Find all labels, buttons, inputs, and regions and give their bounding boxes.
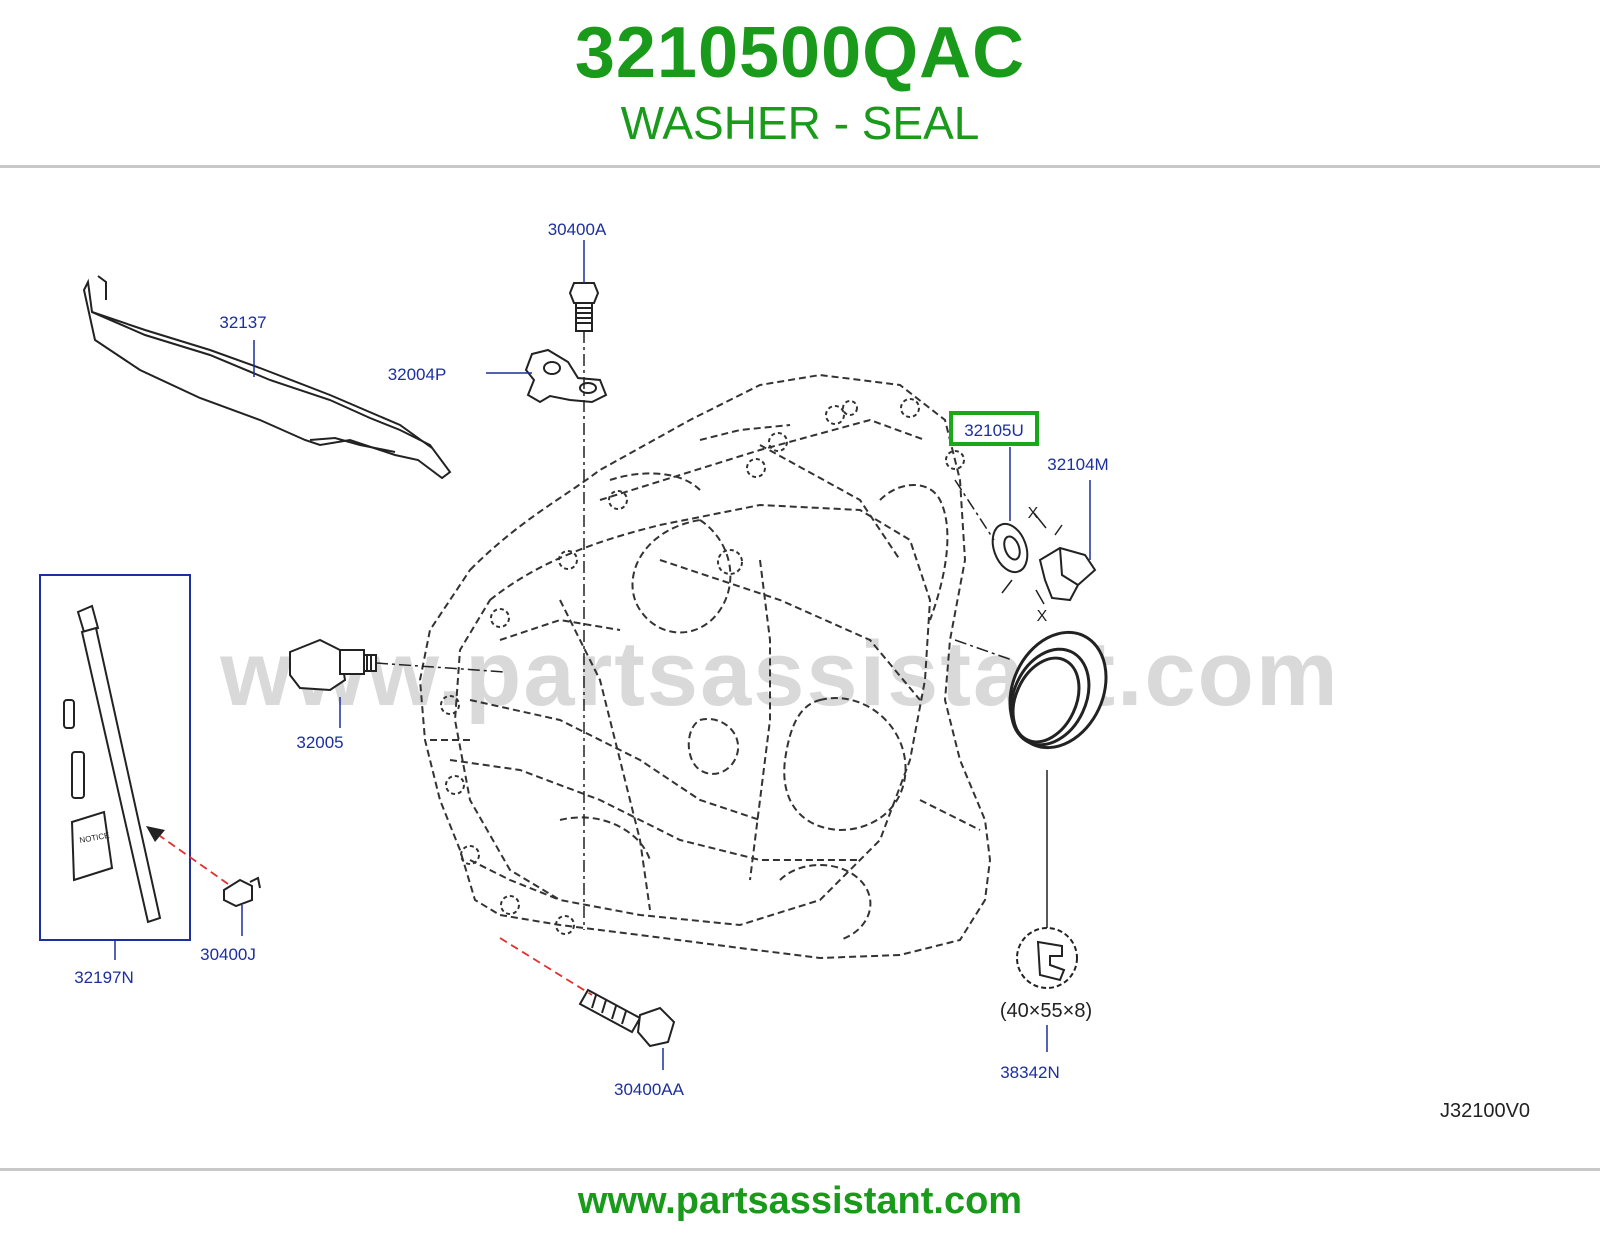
kit-dipstick-drawing [63, 604, 162, 924]
header: 3210500QAC WASHER - SEAL [0, 0, 1600, 168]
part-30400A-bolt-drawing [568, 282, 600, 332]
dimension-mark-bottom: X [1037, 608, 1048, 625]
diagram-reference-code: J32100V0 [1440, 1100, 1530, 1122]
footer-divider [0, 1168, 1600, 1171]
header-divider [0, 165, 1600, 168]
callout-32005[interactable]: 32005 [296, 733, 343, 752]
part-32137-bracket-drawing [82, 275, 452, 480]
callout-32004P[interactable]: 32004P [388, 365, 447, 384]
seal-size-label: (40×55×8) [1000, 1000, 1092, 1022]
watermark-text: www.partsassistant.com [219, 623, 1339, 725]
assembly-lines [375, 331, 1048, 930]
exploded-view-drawing: www.partsassistant.com [39, 220, 1530, 1122]
part-32105U-washer-drawing [991, 522, 1029, 574]
callout-38342N[interactable]: 38342N [1000, 1063, 1060, 1082]
seal-section-symbol [1016, 927, 1078, 989]
red-dashed-arrows [159, 835, 593, 996]
part-30400J-clip-drawing [223, 876, 261, 908]
red-arrow-head [146, 826, 165, 842]
part-number-title: 3210500QAC [574, 13, 1026, 93]
callout-30400AA[interactable]: 30400AA [614, 1080, 685, 1099]
footer-website-link[interactable]: www.partsassistant.com [577, 1180, 1023, 1222]
transmission-case-outline [418, 373, 992, 960]
part-30400AA-bolt-drawing [578, 988, 676, 1048]
callout-32197N[interactable]: 32197N [74, 968, 134, 987]
part-32005-switch-drawing [289, 638, 377, 692]
part-32104M-plug-drawing [1038, 546, 1097, 602]
case-bolt-bosses [440, 398, 965, 935]
part-name-subtitle: WASHER - SEAL [620, 97, 980, 149]
callout-30400A[interactable]: 30400A [548, 220, 607, 239]
callout-32105U[interactable]: 32105U [964, 421, 1024, 440]
leader-lines [114, 240, 1091, 1070]
part-38342N-oil-seal-drawing [1008, 630, 1108, 750]
callout-32104M[interactable]: 32104M [1047, 455, 1108, 474]
parts-diagram: www.partsassistant.com [0, 170, 1600, 1170]
part-32004P-bracket-drawing [524, 348, 608, 404]
dimension-mark-top: X [1028, 505, 1039, 522]
callout-30400J[interactable]: 30400J [200, 945, 256, 964]
dimension-arrows [1001, 512, 1063, 605]
highlight-box-32105U [949, 411, 1039, 446]
callout-32137[interactable]: 32137 [219, 313, 266, 332]
